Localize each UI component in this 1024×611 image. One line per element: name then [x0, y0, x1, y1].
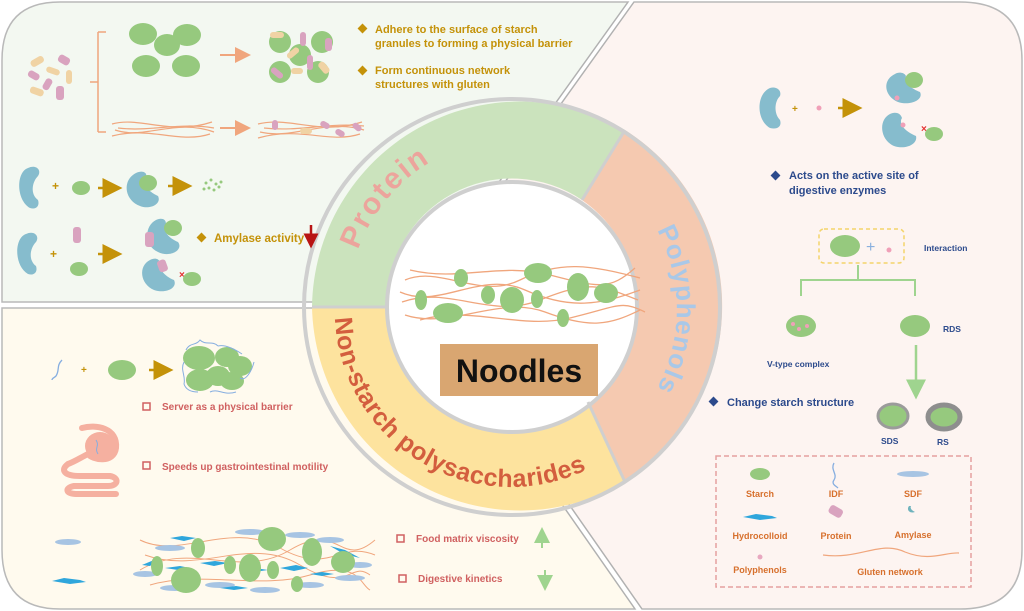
barrier-note: Server as a physical barrier [142, 402, 293, 413]
ring-sector-nsp [312, 307, 625, 511]
svg-text:granules to forming a physical: granules to forming a physical barrier [375, 38, 573, 50]
active-site-note: Acts on the active site of digestive enz… [770, 170, 919, 197]
legend-label-starch: Starch [746, 489, 774, 499]
svg-text:+: + [50, 247, 57, 261]
legend-label-idf: IDF [829, 489, 844, 499]
amylase-activity-note: Amylase activity [196, 225, 319, 249]
svg-text:×: × [921, 124, 927, 135]
enzyme-inhibition-illustration: + × [759, 72, 943, 148]
svg-text:Amylase activity: Amylase activity [214, 233, 305, 245]
polyphenol-icon [757, 554, 763, 560]
digested-starch-fragments [202, 178, 223, 192]
gluten-strands [111, 121, 215, 138]
protein-particle-cluster [27, 54, 72, 100]
polyphenol-panel-content: + × Acts on the active site of digestive… [708, 72, 967, 447]
svg-text:Digestive kinetics: Digestive kinetics [418, 574, 503, 585]
legend-label-hydrocolloid: Hydrocolloid [732, 531, 787, 541]
viscosity-matrix-illustration [52, 527, 376, 593]
amylase-icon [19, 166, 40, 209]
amylase-reaction-row-1: + [19, 166, 223, 209]
legend: Starch IDF SDF Hydrocolloid Protein Amyl… [715, 455, 972, 588]
ring-sector-protein [312, 101, 625, 307]
protein-coated-starch [269, 31, 333, 83]
svg-text:Adhere to the surface of starc: Adhere to the surface of starch [375, 24, 538, 36]
blocked-x-icon: × [179, 270, 185, 281]
svg-text:Interaction: Interaction [924, 243, 967, 253]
gi-tract-illustration [61, 423, 120, 497]
idf-barrier-illustration: + [51, 339, 255, 394]
svg-text:V-type complex: V-type complex [767, 359, 830, 369]
sdf-icon [897, 471, 929, 477]
nsp-panel-content: + Server as a physical barrier [51, 339, 553, 593]
viscosity-note: Food matrix viscosity [396, 527, 550, 548]
svg-text:+: + [792, 104, 798, 115]
svg-text:digestive enzymes: digestive enzymes [789, 185, 886, 197]
svg-text:RDS: RDS [943, 324, 961, 334]
legend-label-protein: Protein [820, 531, 851, 541]
noodles-title-box [440, 344, 598, 396]
motility-note: Speeds up gastrointestinal motility [142, 461, 329, 473]
legend-label-gluten-network: Gluten network [857, 567, 923, 577]
gluten-network-icon [822, 547, 960, 558]
amylase-icon-legend [907, 506, 915, 513]
starch-icon [750, 468, 770, 480]
protein-bullet-2: Form continuous network structures with … [357, 65, 511, 91]
svg-text:+: + [81, 365, 87, 376]
legend-label-amylase: Amylase [894, 530, 931, 540]
hydrocolloid-icon [743, 514, 777, 520]
legend-label-polyphenols: Polyphenols [733, 565, 787, 575]
protein-icon [828, 505, 843, 518]
svg-text:RS: RS [937, 437, 949, 447]
svg-text:Acts on the active site of: Acts on the active site of [789, 170, 919, 182]
ring-sector-polyphenols [582, 130, 723, 482]
svg-text:Food matrix viscosity: Food matrix viscosity [416, 534, 519, 545]
starch-granules-group [129, 23, 201, 77]
idf-icon [832, 462, 839, 489]
svg-text:Speeds up gastrointestinal mot: Speeds up gastrointestinal motility [162, 462, 329, 473]
svg-text:+: + [52, 179, 59, 193]
svg-text:Server as a physical barrier: Server as a physical barrier [162, 402, 293, 413]
svg-text:Form continuous network: Form continuous network [375, 65, 511, 77]
starch-interaction-flow: + Interaction RDS V-type complex SDS RS [767, 228, 967, 447]
legend-label-sdf: SDF [904, 489, 923, 499]
svg-text:Change starch structure: Change starch structure [727, 397, 854, 409]
amylase-reaction-row-2: + × [17, 218, 201, 292]
kinetics-note: Digestive kinetics [398, 570, 553, 591]
change-structure-note: Change starch structure [708, 396, 854, 409]
svg-text:SDS: SDS [881, 436, 899, 446]
noodles-title: Noodles [456, 353, 582, 389]
svg-text:structures with gluten: structures with gluten [375, 79, 490, 91]
svg-text:+: + [866, 239, 875, 256]
starch-granules-center [415, 263, 618, 327]
gluten-protein-network [257, 120, 365, 139]
